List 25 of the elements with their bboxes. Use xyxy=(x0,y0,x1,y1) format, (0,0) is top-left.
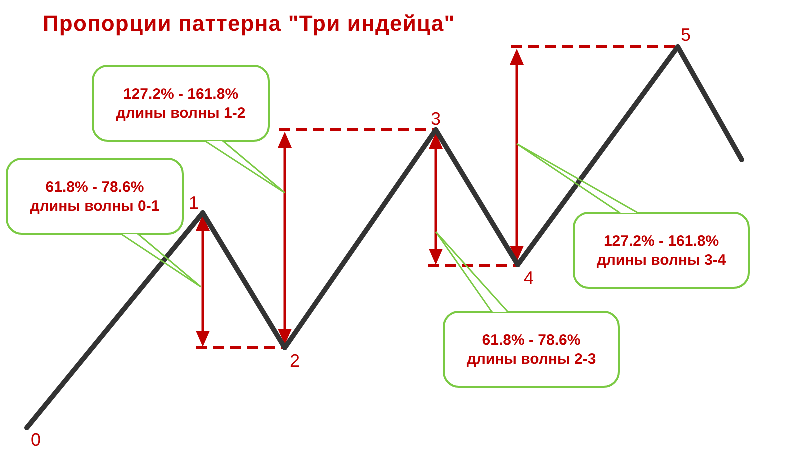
wave-line xyxy=(282,128,438,350)
point-label: 3 xyxy=(431,110,442,128)
callout-pointer xyxy=(120,233,202,288)
callout-pointer xyxy=(204,140,286,194)
chart-title: Пропорции паттерна "Три индейца" xyxy=(43,11,456,37)
wave-line xyxy=(676,44,744,162)
wave-line xyxy=(434,128,520,268)
wave-line xyxy=(516,44,680,268)
point-label: 1 xyxy=(189,194,200,212)
point-label: 4 xyxy=(524,269,534,287)
callout-pointer xyxy=(435,231,509,313)
callout-text: 127.2% - 161.8% длины волны 3-4 xyxy=(596,232,728,270)
wave-line xyxy=(200,210,288,350)
callout-text: 127.2% - 161.8% длины волны 1-2 xyxy=(115,84,247,122)
point-label: 2 xyxy=(290,352,300,370)
callout-bubble xyxy=(573,212,750,289)
point-label: 5 xyxy=(681,26,692,44)
callout-text: 61.8% - 78.6% длины волны 2-3 xyxy=(466,330,598,368)
point-label: 0 xyxy=(31,431,42,449)
callout-bubble xyxy=(443,311,620,388)
callout-text: 61.8% - 78.6% длины волны 0-1 xyxy=(29,178,161,216)
wave-line xyxy=(24,210,206,430)
callout-pointer xyxy=(516,143,639,214)
callout-bubble xyxy=(6,158,184,235)
callout-bubble xyxy=(92,65,270,142)
